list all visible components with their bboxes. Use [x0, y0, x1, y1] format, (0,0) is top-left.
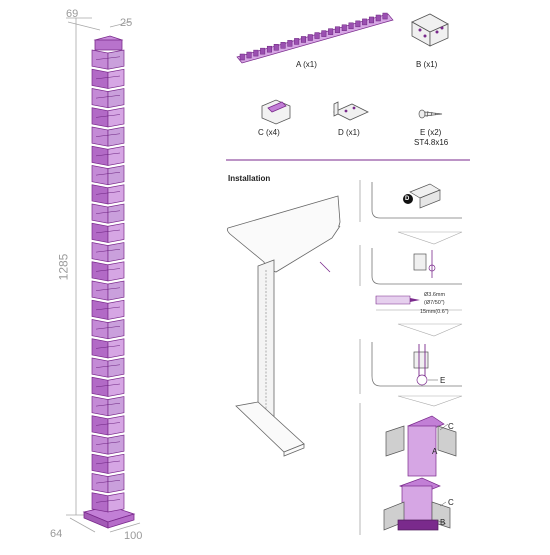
- chain-link: [253, 49, 259, 57]
- chain-link: [375, 14, 381, 22]
- part-b-label: B (x1): [416, 60, 438, 69]
- spine-segment: [91, 357, 125, 378]
- dimension-top-width: 69: [66, 8, 79, 20]
- chain-link: [266, 45, 272, 53]
- step-1-panel: [371, 182, 463, 245]
- part-c-clip: [261, 99, 291, 125]
- part-e-label: E (x2): [420, 128, 442, 137]
- spine-segment: [91, 88, 125, 109]
- part-b-bracket: [411, 13, 449, 47]
- chain-link: [300, 36, 306, 43]
- spine-segment: [91, 280, 125, 301]
- chain-link: [321, 30, 327, 37]
- drill-depth-label: 15mm(0.6"): [420, 309, 449, 315]
- callout-b: B: [440, 518, 446, 527]
- chain-link: [368, 16, 374, 24]
- spine-segments: [91, 49, 125, 513]
- chain-link: [307, 34, 313, 41]
- spine-segment: [91, 415, 125, 436]
- cable-spine-column: [66, 17, 141, 533]
- spine-segment: [91, 299, 125, 320]
- spine-segment: [91, 184, 125, 205]
- chain-link: [314, 32, 320, 39]
- chain-link: [273, 44, 279, 51]
- chain-link: [294, 38, 300, 45]
- part-a-label: A (x1): [296, 60, 317, 69]
- spine-segment: [91, 145, 125, 166]
- chain-link: [328, 28, 334, 35]
- spine-segment: [91, 376, 125, 397]
- chain-link: [334, 26, 340, 33]
- spine-segment: [91, 261, 125, 282]
- part-e-sublabel: ST4.8x16: [414, 138, 449, 147]
- spine-segment: [91, 434, 125, 455]
- dimension-lines: [66, 17, 141, 533]
- chain-link: [382, 12, 388, 20]
- spine-segment: [91, 68, 125, 89]
- spine-segment: [91, 473, 125, 494]
- spine-segment: [91, 126, 125, 147]
- installation-title: Installation: [228, 174, 271, 183]
- spine-segment: [91, 242, 125, 263]
- spine-segment: [91, 107, 125, 128]
- step-3-panel: [371, 342, 463, 407]
- spine-segment: [91, 319, 125, 340]
- spine-segment: [91, 222, 125, 243]
- chain-link: [287, 40, 293, 47]
- chain-link: [246, 51, 252, 59]
- part-d-angle-bracket: [333, 101, 369, 121]
- part-a-chain: [236, 12, 394, 64]
- spine-segment: [91, 453, 125, 474]
- step-2-panel: [371, 248, 463, 337]
- callout-c-upper: C: [448, 422, 454, 431]
- spine-segment: [91, 492, 125, 513]
- callout-a: A: [432, 447, 438, 456]
- chain-link: [355, 20, 361, 28]
- spine-segment: [91, 165, 125, 186]
- chain-link: [348, 22, 354, 30]
- dimension-height: 1285: [56, 253, 71, 281]
- callout-c-lower: C: [448, 498, 454, 507]
- step-4-panel: [383, 415, 457, 531]
- desk-illustration: [226, 195, 341, 457]
- chain-link: [239, 53, 245, 61]
- dimension-base-depth: 64: [50, 528, 63, 540]
- part-c-label: C (x4): [258, 128, 280, 137]
- base-plate: [82, 505, 136, 529]
- part-e-screw: [418, 109, 443, 119]
- top-cap: [93, 35, 124, 51]
- dimension-base-width: 100: [124, 530, 143, 542]
- chain-link: [341, 24, 347, 31]
- drill-diameter-inch-label: (Ø7/50"): [424, 300, 445, 306]
- callout-e: E: [440, 376, 446, 385]
- spine-segment: [91, 49, 125, 70]
- dimension-top-depth: 25: [120, 17, 133, 29]
- spine-segment: [91, 338, 125, 359]
- spine-segment: [91, 203, 125, 224]
- chain-link: [362, 18, 368, 26]
- step-marker-d: D: [405, 196, 410, 202]
- part-d-label: D (x1): [338, 128, 360, 137]
- spine-segment: [91, 396, 125, 417]
- chain-link: [260, 47, 266, 55]
- drill-diameter-label: Ø3.6mm: [424, 292, 446, 298]
- chain-link: [280, 42, 286, 49]
